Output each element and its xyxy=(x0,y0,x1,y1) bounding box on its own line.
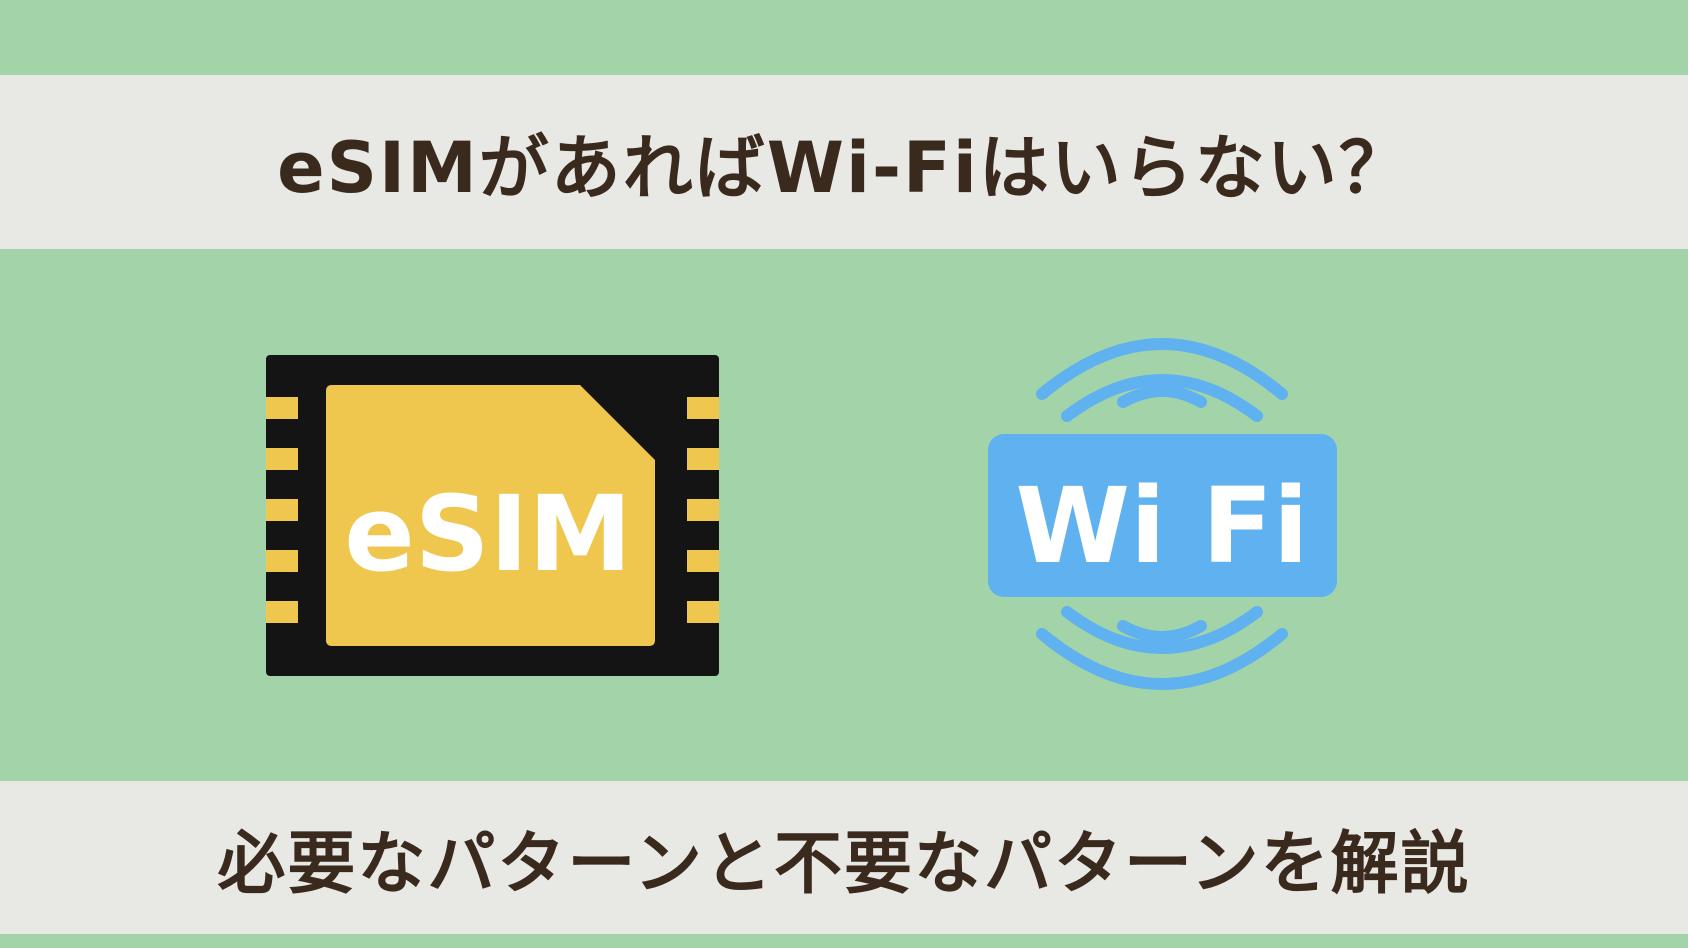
wifi-icon: Wi Fi xyxy=(985,322,1340,708)
title-band: eSIMがあればWi-Fiはいらない？ xyxy=(0,75,1688,249)
subtitle-band: 必要なパターンと不要なパターンを解説 xyxy=(0,781,1688,934)
page-title: eSIMがあればWi-Fiはいらない？ xyxy=(277,126,1411,209)
esim-chip-icon: eSIM xyxy=(266,355,719,676)
page-subtitle: 必要なパターンと不要なパターンを解説 xyxy=(217,825,1471,904)
wifi-label: Wi Fi xyxy=(1015,465,1308,587)
esim-label: eSIM xyxy=(344,473,632,595)
